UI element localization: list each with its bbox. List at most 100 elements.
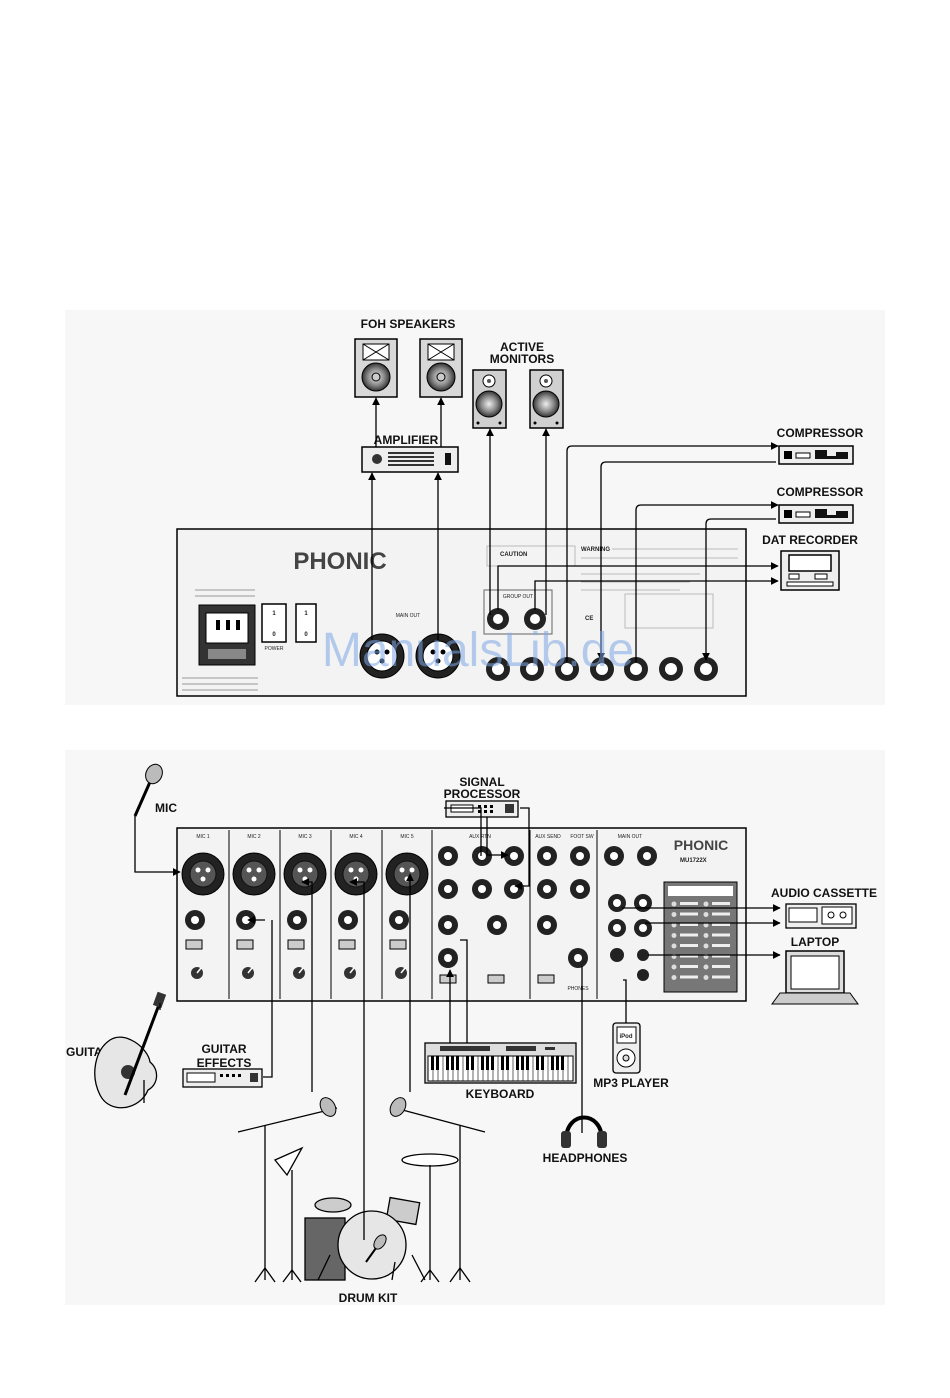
signal-processor xyxy=(445,800,519,818)
effect-led xyxy=(671,964,677,970)
dat-recorder xyxy=(780,550,840,591)
front-brand: PHONIC xyxy=(674,837,728,853)
effect-led xyxy=(671,933,677,938)
effect-name-bar xyxy=(712,944,730,947)
effect-led xyxy=(703,922,709,928)
black-key xyxy=(446,1056,449,1070)
black-key xyxy=(536,1056,539,1070)
headphones-label: HEADPHONES xyxy=(543,1151,628,1165)
black-key xyxy=(521,1056,524,1070)
drum-mic-kick xyxy=(365,1234,387,1263)
amplifier-label: AMPLIFIER xyxy=(374,433,439,447)
black-key xyxy=(541,1056,544,1070)
active-monitor-left xyxy=(472,369,507,429)
amplifier xyxy=(361,446,459,473)
effect-name-bar xyxy=(712,902,730,905)
channel-strip: MIC 1 xyxy=(181,834,225,979)
mic-channels: MIC 1 MIC 2 MIC 3 MIC 4 MIC 5 xyxy=(181,830,429,999)
effect-name-bar xyxy=(680,933,698,937)
signal-label: SIGNAL xyxy=(459,775,504,789)
effect-led xyxy=(703,975,709,980)
effect-name-bar xyxy=(712,954,730,958)
audio-cassette xyxy=(785,903,857,929)
black-key xyxy=(481,1056,484,1070)
black-key xyxy=(491,1056,494,1070)
channel-strip: MIC 4 xyxy=(330,830,378,999)
black-key xyxy=(486,1056,489,1070)
mp3-player: iPod xyxy=(612,1022,641,1074)
microphone xyxy=(133,763,163,817)
mixer-front-panel: MIC 1 MIC 2 MIC 3 MIC 4 MIC 5 AUX RTN AUX SE… xyxy=(176,827,747,1002)
black-key xyxy=(451,1056,454,1070)
channel-label: MIC 2 xyxy=(247,834,261,840)
ce-mark: CE xyxy=(585,616,593,622)
svg-text:0: 0 xyxy=(272,632,276,638)
effect-led xyxy=(671,901,677,907)
bottom-connections xyxy=(134,807,781,1240)
mic-label: MIC xyxy=(155,801,177,815)
compressor-1 xyxy=(778,445,854,465)
foh-speaker-right xyxy=(419,338,463,398)
mp3-player-label: MP3 PLAYER xyxy=(593,1076,669,1090)
black-key xyxy=(501,1056,504,1070)
black-key xyxy=(516,1056,519,1070)
rear-main-out-label: MAIN OUT xyxy=(396,613,420,619)
rear-warning: WARNING xyxy=(581,547,610,553)
active-monitor-right xyxy=(529,369,564,429)
rear-brand: PHONIC xyxy=(293,548,386,575)
guitar-effects xyxy=(182,1068,263,1088)
guitar-effects-label-line2: EFFECTS xyxy=(197,1056,252,1070)
front-phones-label: PHONES xyxy=(567,986,589,992)
black-key xyxy=(526,1056,529,1070)
black-key xyxy=(456,1056,459,1070)
guitar-effects-label-line1: GUITAR xyxy=(201,1042,246,1056)
drum-kit xyxy=(237,1107,486,1283)
drum-mic-right xyxy=(389,1097,407,1117)
channel-label: MIC 3 xyxy=(298,834,312,840)
laptop xyxy=(771,950,859,1005)
rear-group-out-label: GROUP OUT xyxy=(503,594,533,600)
effect-led xyxy=(671,975,677,980)
channel-strip: MIC 3 xyxy=(279,830,327,999)
svg-text:1: 1 xyxy=(304,611,308,617)
black-key xyxy=(466,1056,469,1070)
effect-led xyxy=(671,943,677,949)
acoustic-guitar xyxy=(94,991,167,1109)
effect-name-bar xyxy=(680,975,698,979)
monitors-label: MONITORS xyxy=(490,352,554,366)
effect-name-bar xyxy=(680,944,698,947)
effect-led xyxy=(671,922,677,928)
svg-text:AUX RTN: AUX RTN xyxy=(469,834,491,840)
effect-name-bar xyxy=(712,912,730,916)
keyboard-keys xyxy=(427,1056,569,1081)
front-aux-send-label: AUX SEND xyxy=(535,834,561,840)
keyboard-label: KEYBOARD xyxy=(466,1087,535,1101)
drum-kit-label: DRUM KIT xyxy=(339,1291,398,1305)
rear-power-label: POWER xyxy=(265,646,284,652)
svg-text:0: 0 xyxy=(304,632,308,638)
channel-label: MIC 4 xyxy=(349,834,363,840)
effect-name-bar xyxy=(712,975,730,979)
laptop-label: LAPTOP xyxy=(791,935,839,949)
black-key xyxy=(431,1056,434,1070)
effect-name-bar xyxy=(680,954,698,958)
front-model: MU1722X xyxy=(680,858,707,864)
black-key xyxy=(436,1056,439,1070)
foh-speaker-left xyxy=(354,338,398,398)
effect-name-bar xyxy=(680,923,698,926)
effect-led xyxy=(703,933,709,938)
headphones xyxy=(561,1115,607,1148)
audio-cassette-label: AUDIO CASSETTE xyxy=(771,886,877,900)
channel-label: MIC 5 xyxy=(400,834,414,840)
effect-name-bar xyxy=(712,965,730,968)
top-diagram: FOH SPEAKERS ACTIVE MONITORS xyxy=(65,310,885,705)
effect-led xyxy=(703,901,709,907)
compressor-2-label: COMPRESSOR xyxy=(777,485,864,499)
compressor-2 xyxy=(778,504,854,524)
effect-name-bar xyxy=(680,965,698,968)
black-key xyxy=(471,1056,474,1070)
rear-jack-row xyxy=(486,657,718,681)
effect-name-bar xyxy=(712,923,730,926)
